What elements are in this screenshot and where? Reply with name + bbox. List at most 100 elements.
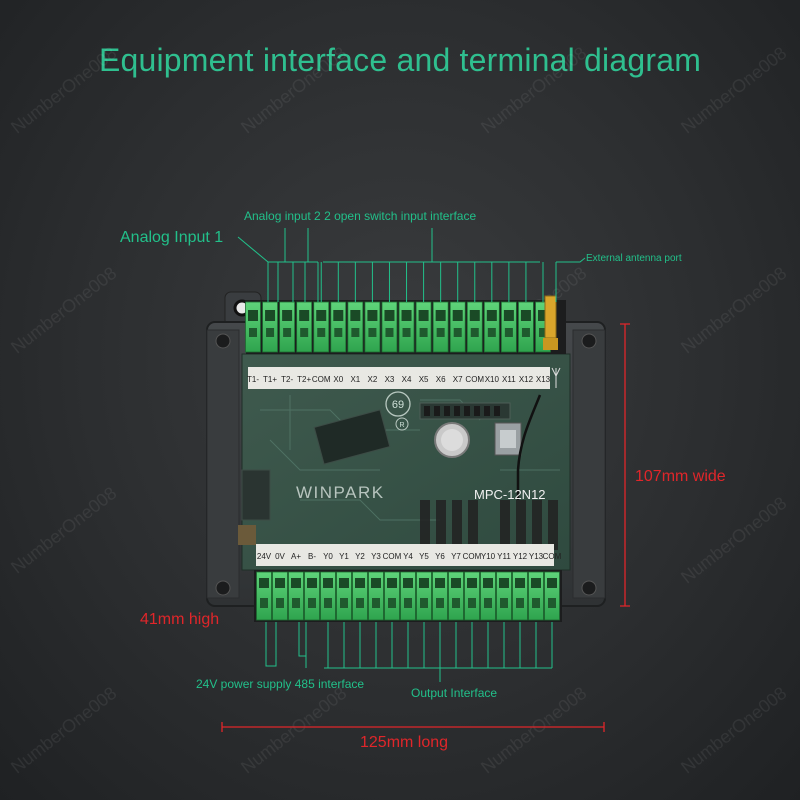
top-terminal-label: X6	[436, 375, 446, 384]
bottom-terminal	[256, 571, 272, 621]
bottom-terminal	[352, 571, 368, 621]
page-title: Equipment interface and terminal diagram	[98, 42, 702, 78]
label-external-antenna-port: External antenna port	[586, 253, 682, 264]
top-terminal	[500, 301, 517, 353]
bottom-terminal	[544, 571, 560, 621]
bottom-terminal-block	[256, 571, 560, 621]
top-terminal-label: COM	[312, 375, 331, 384]
top-terminal-label: X7	[453, 375, 463, 384]
bottom-terminal-label: Y12	[513, 552, 528, 561]
bottom-terminal	[400, 571, 416, 621]
screw-icon	[581, 333, 597, 349]
bottom-terminal-label: COM	[463, 552, 482, 561]
bottom-terminal	[320, 571, 336, 621]
brand-logo: WINPARK	[296, 483, 385, 502]
bottom-terminal-label: COM	[383, 552, 402, 561]
bottom-terminal-label: Y6	[435, 552, 445, 561]
screw-icon	[581, 580, 597, 596]
bottom-terminal-label: Y11	[497, 552, 511, 561]
bottom-terminal-label: Y1	[339, 552, 349, 561]
dimension-lines	[221, 323, 630, 732]
bottom-terminal-label: Y10	[481, 552, 496, 561]
bottom-terminal	[512, 571, 528, 621]
screw-icon	[215, 580, 231, 596]
bottom-terminal	[304, 571, 320, 621]
antenna-connector	[543, 295, 558, 350]
screw-icon	[215, 333, 231, 349]
bottom-terminal-label: Y5	[419, 552, 429, 561]
bottom-terminal	[464, 571, 480, 621]
top-terminal	[313, 301, 330, 353]
bottom-terminal-label: Y2	[355, 552, 365, 561]
badge-circle	[385, 391, 411, 417]
bottom-terminal-label: Y0	[323, 552, 333, 561]
label-length-dimension: 125mm long	[360, 734, 449, 751]
bottom-terminal	[496, 571, 512, 621]
top-terminal-label: T2-	[281, 375, 293, 384]
top-terminal-label: X13	[536, 375, 551, 384]
bottom-terminal-label: 0V	[275, 552, 285, 561]
top-terminal	[415, 301, 432, 353]
circuit-board	[241, 353, 571, 571]
label-output-interface: Output Interface	[411, 686, 498, 700]
bottom-terminal	[528, 571, 544, 621]
bottom-terminal	[272, 571, 288, 621]
label-height-dimension: 41mm high	[140, 611, 220, 628]
top-terminal	[518, 301, 534, 353]
top-terminal	[466, 301, 483, 353]
callout-lines-top	[237, 228, 586, 302]
top-terminal	[432, 301, 449, 353]
top-terminal	[330, 301, 347, 353]
callout-lines-bottom	[265, 622, 553, 682]
top-terminal	[398, 301, 415, 353]
top-terminal-label: X12	[519, 375, 534, 384]
label-power-485: 24V power supply 485 interface	[196, 677, 365, 691]
label-analog-input-1: Analog Input 1	[120, 229, 224, 246]
top-terminal	[449, 301, 466, 353]
bottom-terminal-label: Y13	[529, 552, 544, 561]
top-terminal-label: X10	[485, 375, 500, 384]
top-terminal	[364, 301, 381, 353]
label-width-dimension: 107mm wide	[635, 468, 726, 485]
top-terminal-label: X0	[333, 375, 343, 384]
top-terminal-label: X5	[419, 375, 429, 384]
badge-text: 69	[392, 399, 404, 411]
antenna-symbol-icon	[551, 367, 561, 388]
bottom-terminal	[448, 571, 464, 621]
top-terminal-label: X4	[402, 375, 412, 384]
bottom-terminal	[480, 571, 496, 621]
bottom-terminal	[416, 571, 432, 621]
label-analog-input-2: Analog input 2 2 open switch input inter…	[244, 209, 477, 223]
top-terminal	[245, 301, 261, 353]
top-terminal-block	[245, 301, 551, 353]
top-terminal-label: T2+	[297, 375, 311, 384]
top-terminal-label: X11	[502, 375, 516, 384]
bottom-terminal	[384, 571, 400, 621]
top-terminal-label: X2	[368, 375, 378, 384]
bottom-terminal-label: 24V	[257, 552, 272, 561]
top-terminal	[262, 301, 278, 353]
bottom-terminal	[288, 571, 304, 621]
svg-text:R: R	[399, 422, 404, 429]
bottom-terminal-label: COM	[543, 552, 562, 561]
top-terminal-label: T1+	[263, 375, 277, 384]
bottom-terminal-label: B-	[308, 552, 316, 561]
top-terminal	[279, 301, 296, 353]
bottom-terminal-label: A+	[291, 552, 301, 561]
model-number: MPC-12N12	[474, 487, 546, 502]
top-terminal-label: X1	[350, 375, 360, 384]
bottom-terminal	[336, 571, 352, 621]
bottom-terminal-label: Y7	[451, 552, 461, 561]
top-terminal-label: T1-	[247, 375, 259, 384]
bottom-terminal-label: Y4	[403, 552, 413, 561]
top-terminal	[347, 301, 364, 353]
bottom-terminal	[368, 571, 384, 621]
top-terminal	[381, 301, 398, 353]
top-terminal-label: COM	[465, 375, 484, 384]
top-terminal	[483, 301, 500, 353]
bottom-terminal-label: Y3	[371, 552, 381, 561]
